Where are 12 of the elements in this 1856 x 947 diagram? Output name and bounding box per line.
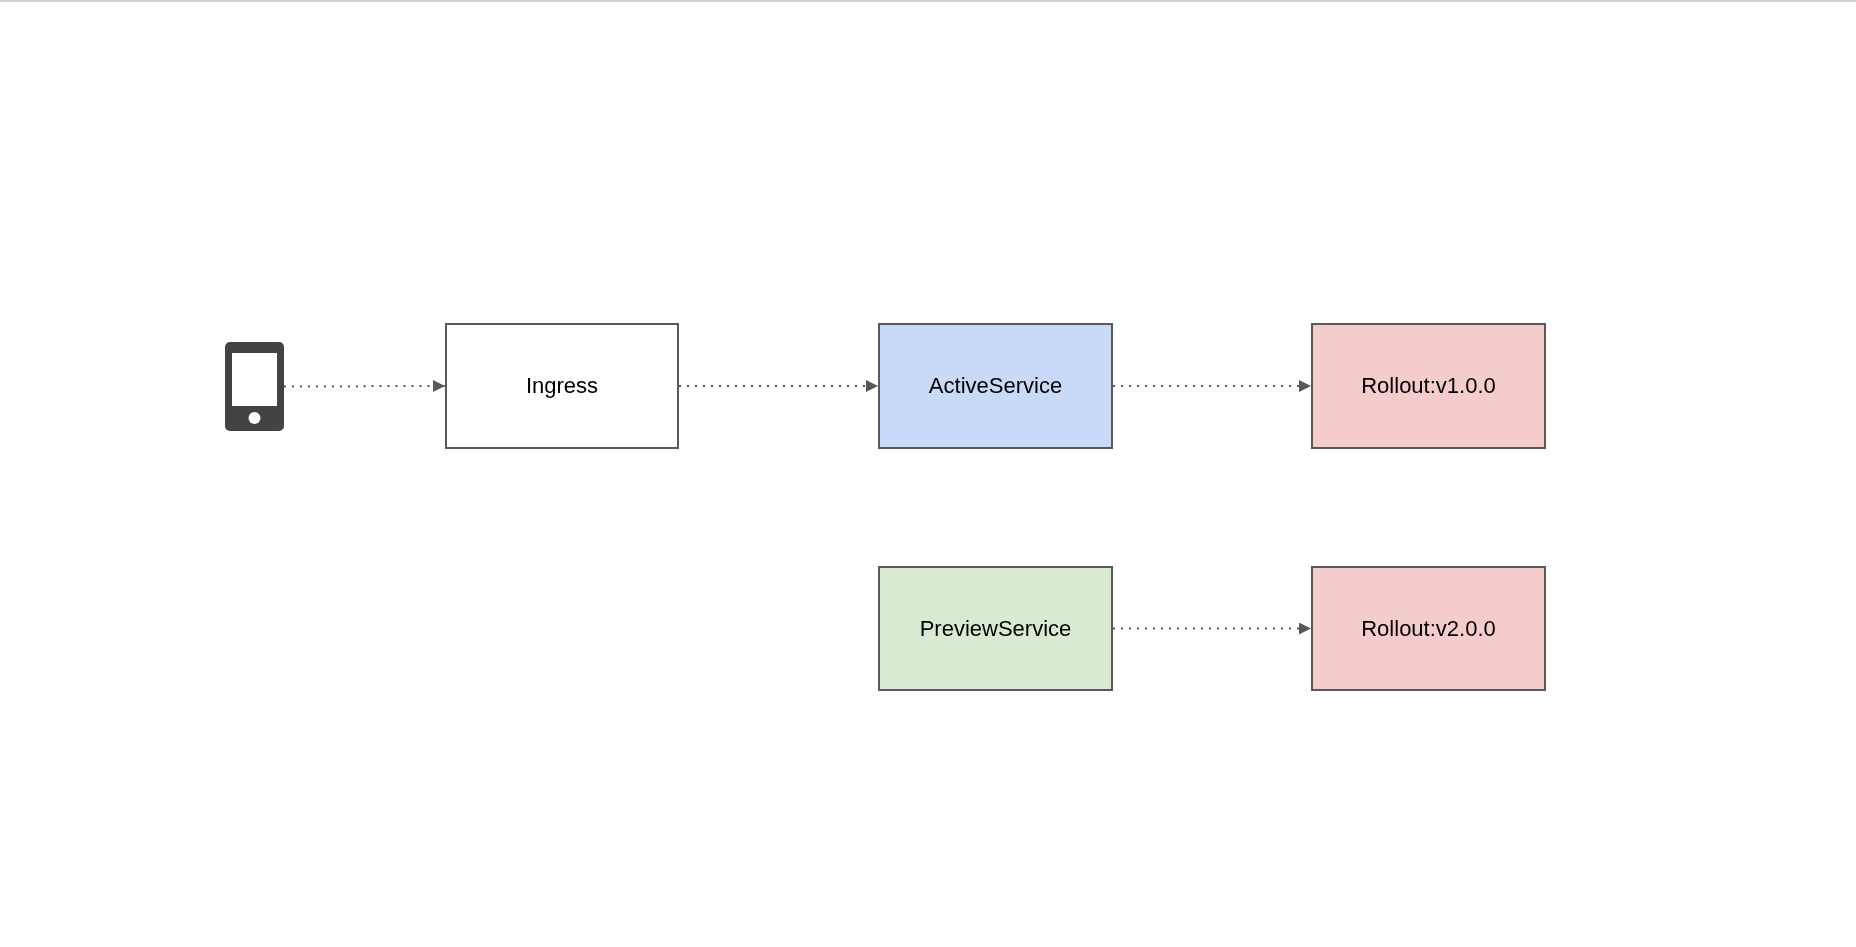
phone-icon — [225, 342, 284, 431]
process-box — [878, 323, 1113, 449]
box-label: Rollout:v2.0.0 — [1361, 615, 1496, 642]
dotted-arrow — [678, 380, 879, 392]
box-label: Ingress — [525, 373, 599, 399]
process-box — [445, 323, 679, 449]
process-box — [1311, 323, 1546, 449]
box-label: ActiveService — [928, 373, 1063, 399]
box-label: PreviewService — [919, 615, 1072, 642]
box-label: Rollout:v1.0.0 — [1361, 373, 1496, 399]
process-box — [1311, 566, 1546, 691]
process-box — [878, 566, 1113, 691]
